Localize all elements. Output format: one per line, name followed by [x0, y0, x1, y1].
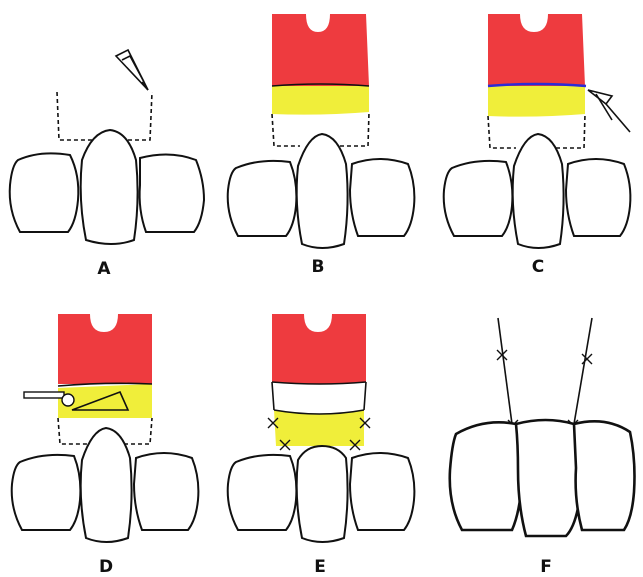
tooth-center	[513, 134, 564, 248]
panel-a: A	[10, 50, 204, 279]
tooth-left	[444, 161, 513, 236]
tooth-right	[350, 159, 414, 236]
panel-label-b: B	[312, 257, 325, 277]
tooth-left	[10, 153, 79, 232]
panel-b: B	[228, 14, 415, 277]
tooth-left	[450, 422, 523, 530]
tooth-left	[228, 455, 297, 530]
panel-label-e: E	[314, 557, 326, 577]
panel-label-c: C	[532, 257, 544, 277]
tooth-left	[228, 161, 297, 236]
tooth-right	[134, 453, 198, 530]
graft	[272, 86, 369, 115]
incision-line-right	[574, 318, 592, 424]
tooth-center	[297, 446, 348, 542]
scalpel-icon	[588, 90, 630, 132]
flap	[272, 14, 369, 86]
panel-d: D	[12, 314, 199, 577]
panel-label-f: F	[540, 557, 552, 577]
flap	[488, 14, 585, 86]
scalpel-icon	[116, 50, 148, 90]
probe-icon	[24, 392, 74, 406]
tooth-right	[574, 421, 635, 530]
tooth-left	[12, 455, 81, 530]
graft	[488, 86, 585, 117]
tooth-center	[81, 428, 132, 542]
tooth-right	[140, 154, 204, 232]
flap	[272, 314, 366, 384]
tooth-center	[516, 420, 580, 536]
panel-label-d: D	[99, 557, 113, 577]
tooth-right	[350, 453, 414, 530]
tooth-center	[81, 130, 138, 244]
tooth-center	[297, 134, 348, 248]
flap	[58, 314, 152, 384]
panel-c: C	[444, 14, 631, 277]
flap-side	[272, 382, 366, 410]
incision-line-left	[498, 318, 512, 424]
panel-f: F	[450, 318, 635, 577]
tooth-right	[566, 159, 630, 236]
panel-e: E	[228, 314, 415, 577]
panel-label-a: A	[97, 259, 111, 279]
